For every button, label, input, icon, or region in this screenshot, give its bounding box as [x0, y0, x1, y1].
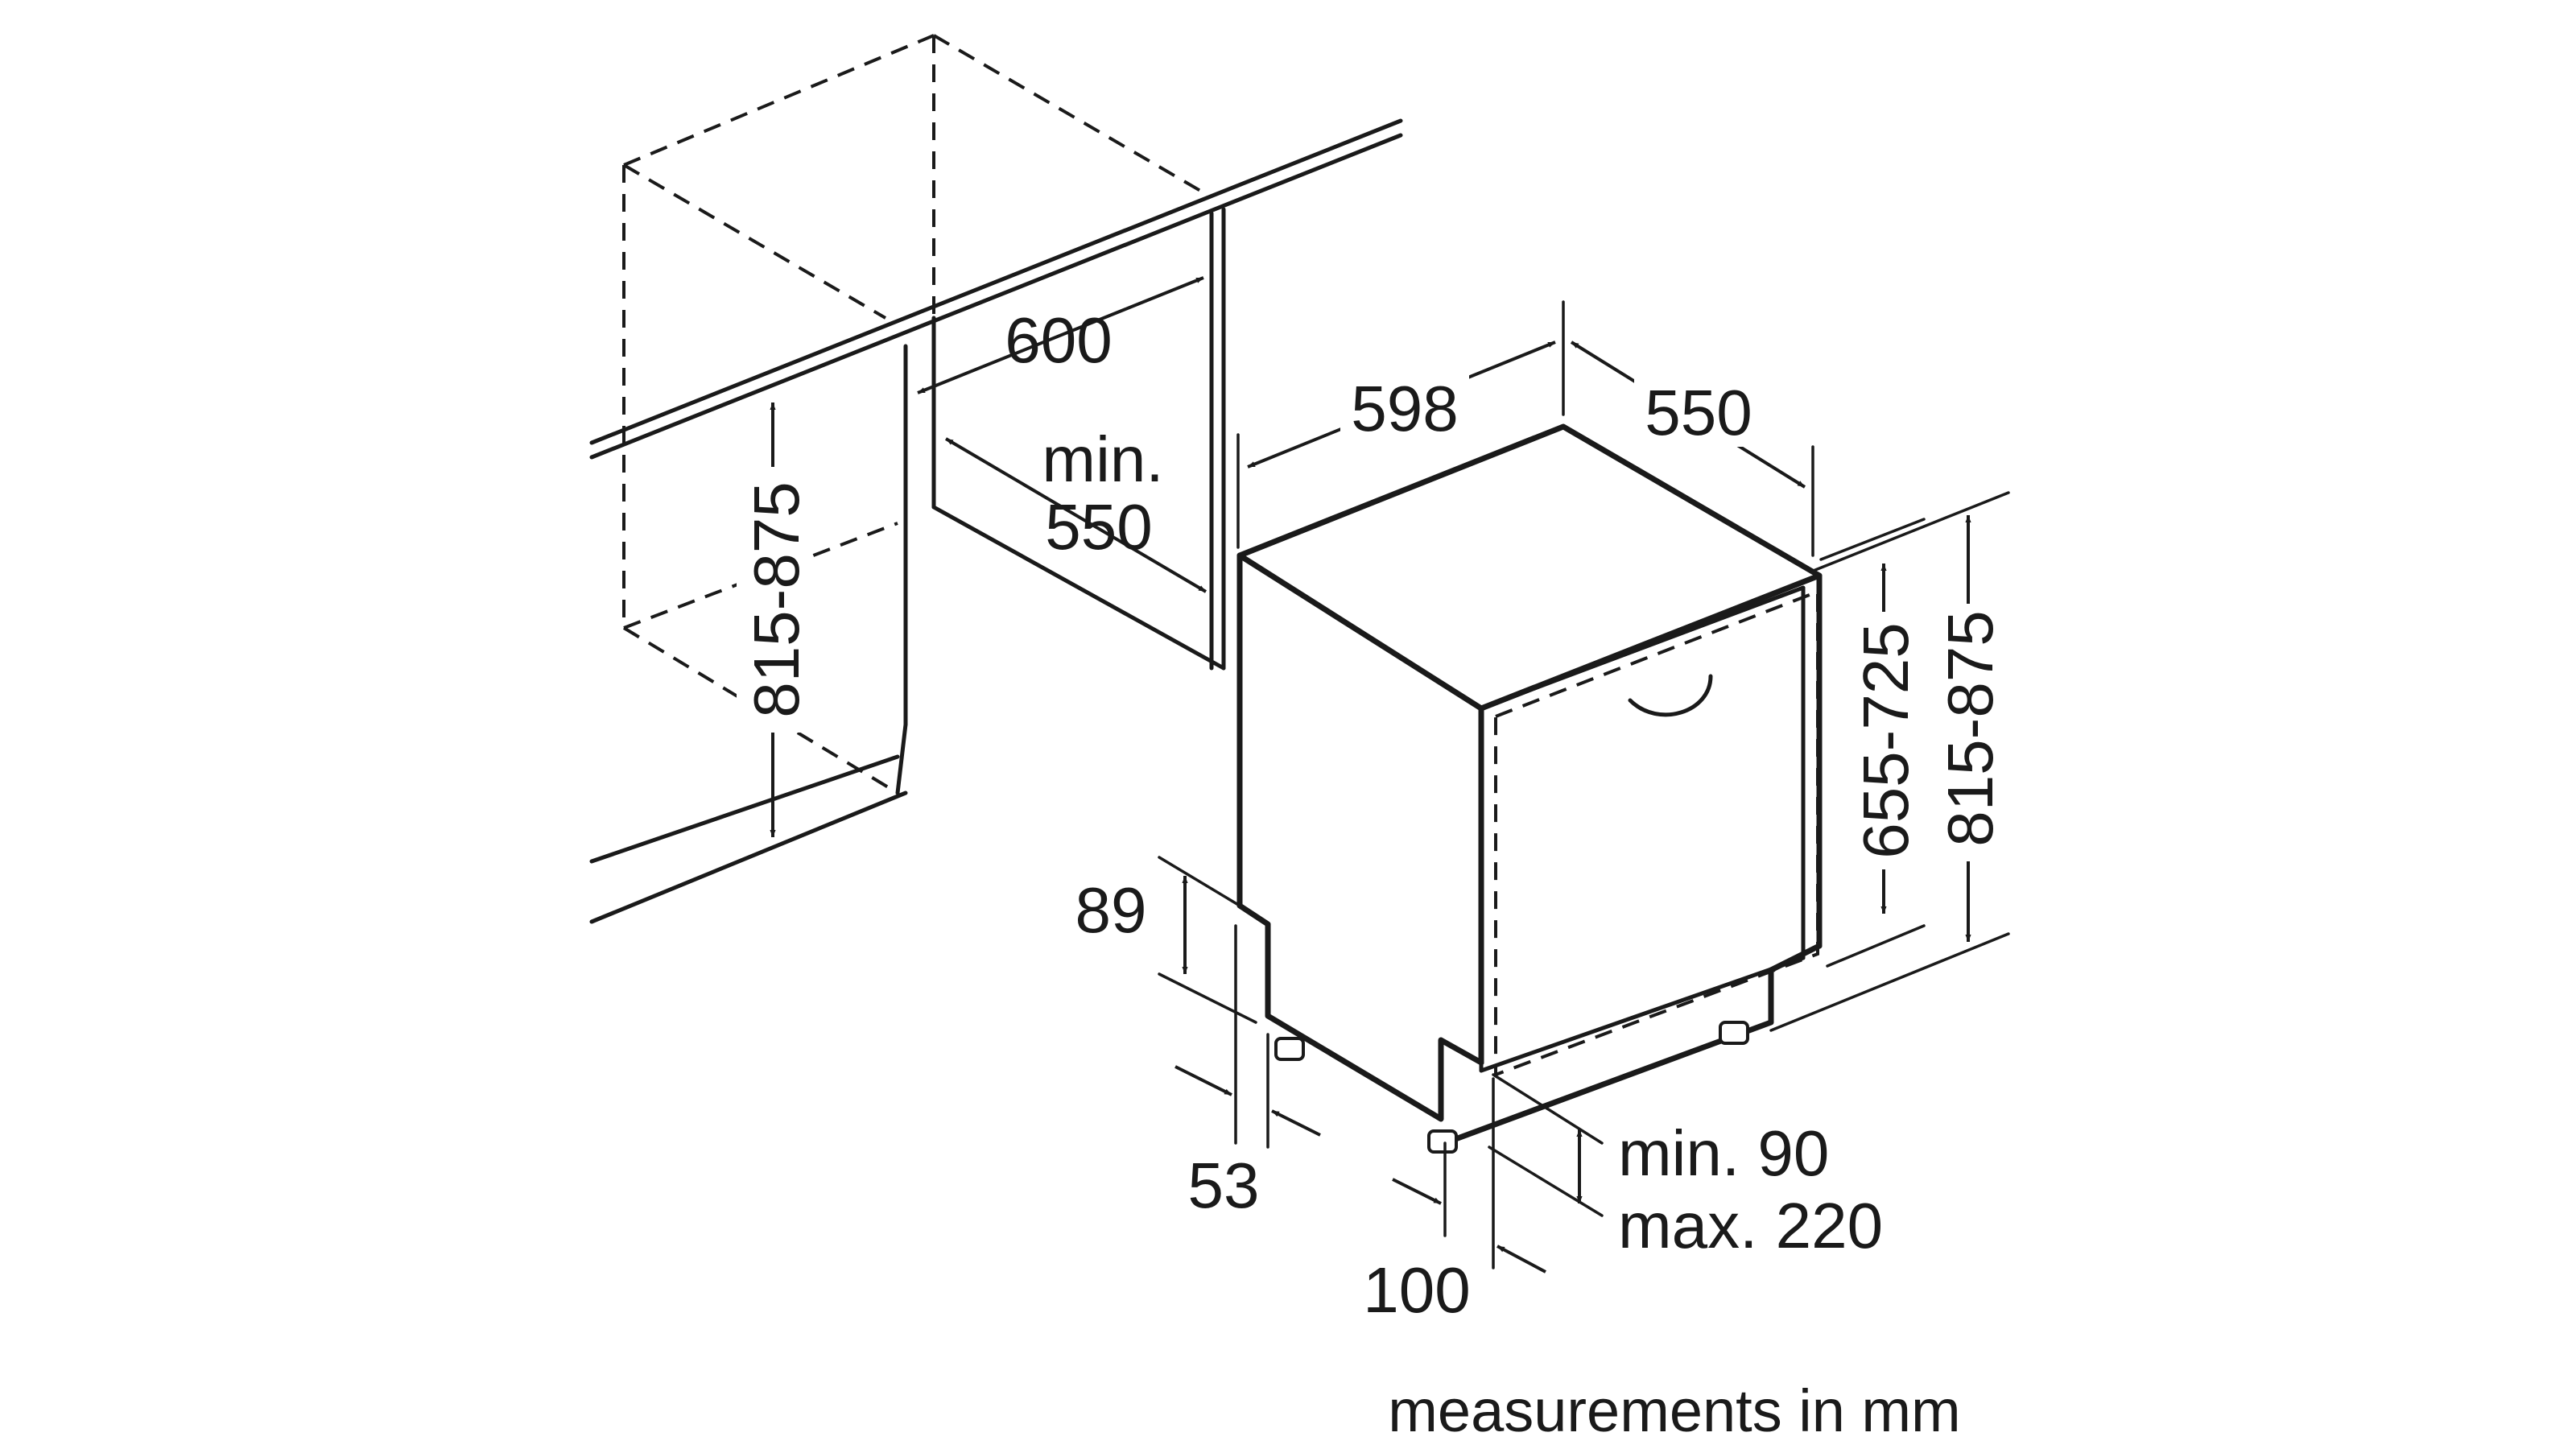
width-label: 598: [1351, 373, 1458, 444]
niche-height-label-bg: [737, 467, 809, 733]
units-caption: measurements in mm: [1388, 1377, 1960, 1444]
furniture-panel-outline: [1494, 589, 1819, 1077]
plinth-gap-label-line2: max. 220: [1618, 1190, 1883, 1261]
niche-width-label: 600: [1005, 304, 1112, 376]
kitchen-niche: 600 min. 550 815-875: [589, 34, 1403, 924]
niche-depth-label-line1: min.: [1042, 423, 1163, 495]
plinth-height-label: 89: [1075, 874, 1147, 946]
floor-lines: [589, 754, 908, 924]
door-overhang-label: 100: [1363, 1254, 1470, 1326]
plinth-recess-label: 53: [1188, 1150, 1260, 1221]
dishwasher-side: [1236, 552, 1484, 1122]
height-label: 815-875: [1934, 610, 2006, 847]
dishwasher-door: [1479, 585, 1806, 1073]
plinth-recess-arrow-right: [1271, 1109, 1321, 1137]
door-overhang-arrow-right: [1496, 1245, 1546, 1274]
dishwasher-dimensions: 598 550 655-725 815-875 89 53 min. 90 ma…: [1075, 300, 2010, 1326]
depth-label: 550: [1645, 377, 1752, 448]
dishwasher-top: [1236, 423, 1823, 712]
door-height-label: 655-725: [1850, 622, 1922, 859]
door-handle: [1628, 674, 1713, 717]
niche-depth-arrow: [944, 437, 1208, 593]
adjacent-cabinet-outline: [622, 34, 1213, 795]
niche-height-label: 815-875: [741, 481, 812, 718]
plinth-gap-label-line1: min. 90: [1618, 1117, 1829, 1189]
adjustable-feet: [1274, 1021, 1749, 1154]
plinth-recess-arrow-left: [1174, 1065, 1232, 1096]
worktop: [589, 118, 1403, 460]
door-overhang-arrow-left: [1392, 1178, 1442, 1205]
dishwasher: [1236, 423, 1823, 1154]
niche-width-arrow: [917, 276, 1204, 394]
niche-depth-label-line2: 550: [1045, 491, 1152, 563]
